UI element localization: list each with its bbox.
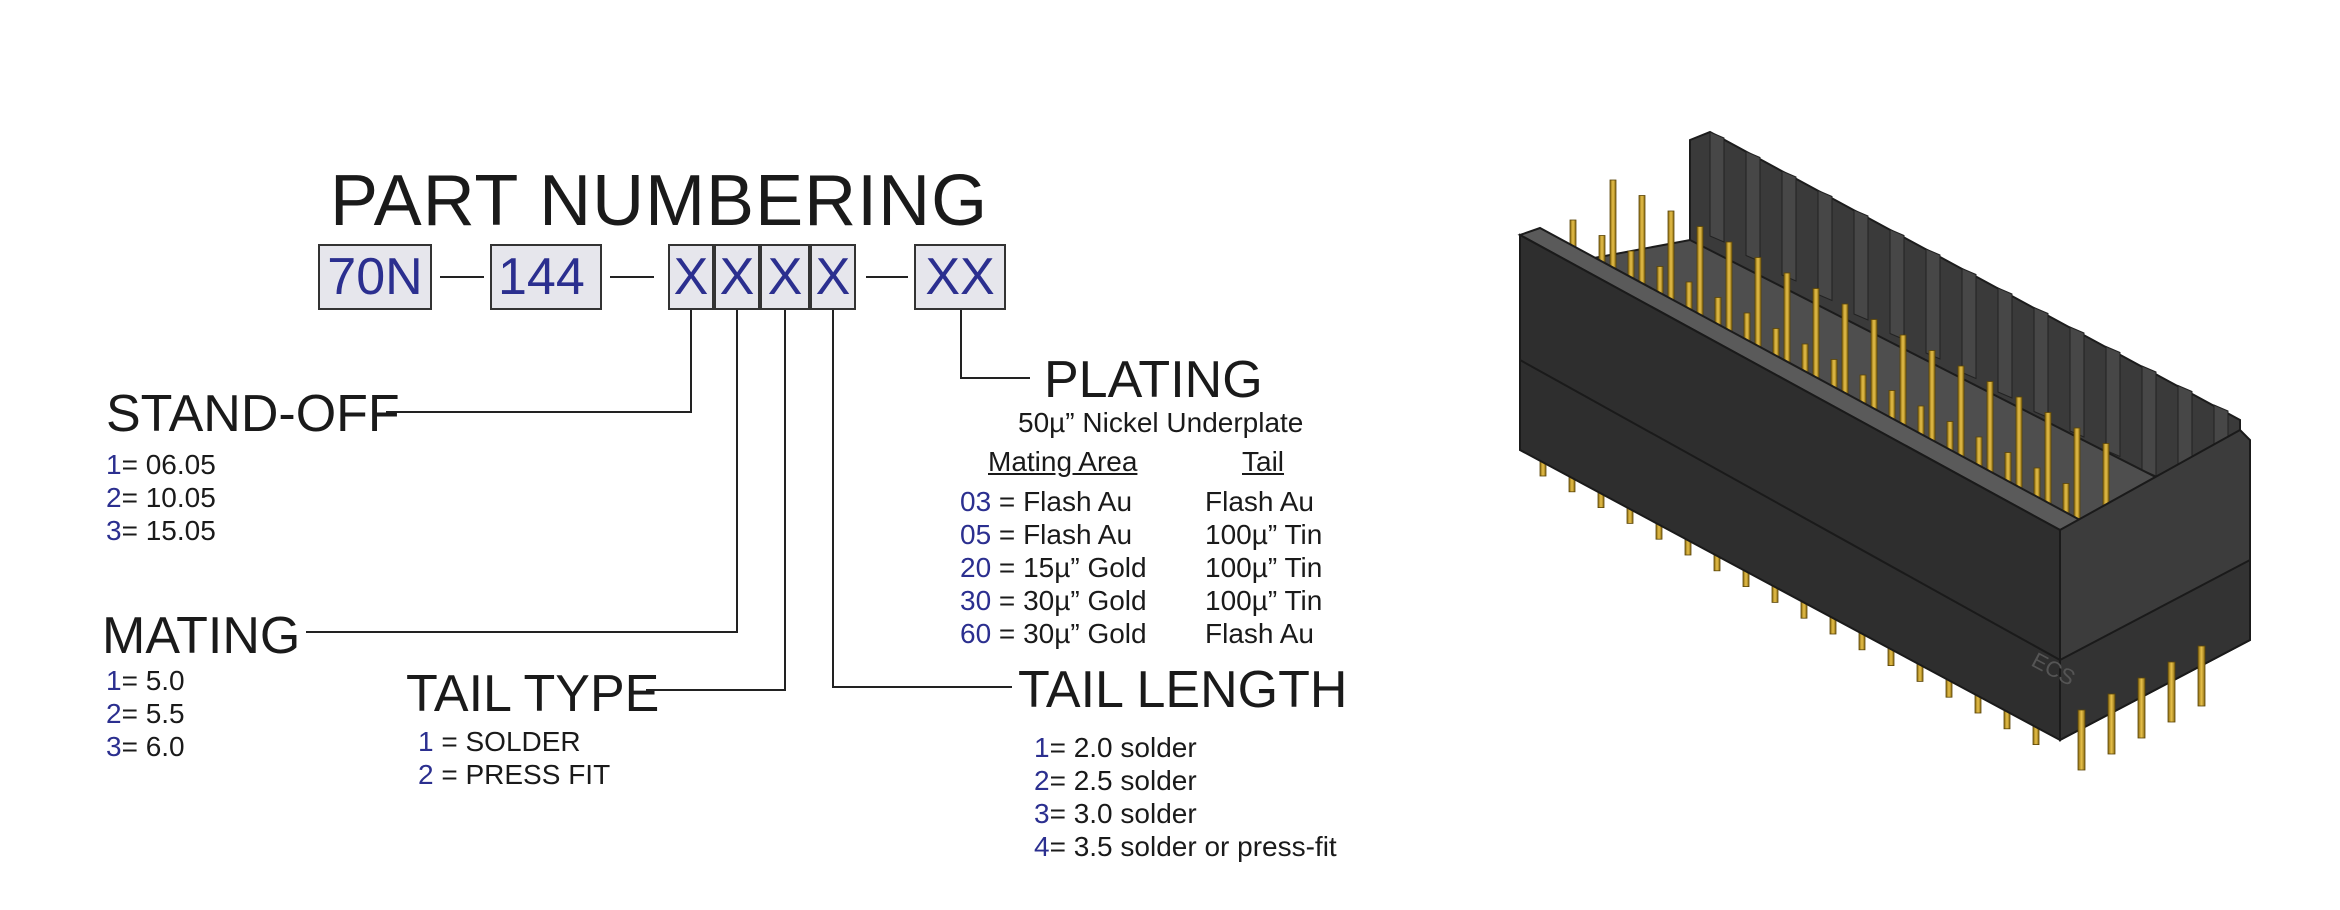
tail-length-digit-box: X (810, 244, 856, 310)
standoff-leader (386, 310, 692, 413)
end-pin (2137, 677, 2146, 739)
back-wall-rib (1781, 170, 1797, 282)
series-box: 70N (318, 244, 432, 310)
positions-box: 144 (490, 244, 602, 310)
tail-type-options: 1 = SOLDER 2 = PRESS FIT (418, 725, 610, 791)
end-pin (2197, 645, 2206, 707)
tail-type-option: 2 = PRESS FIT (418, 759, 611, 790)
back-wall-rib (1709, 131, 1725, 243)
mating-options: 1= 5.0 2= 5.5 3= 6.0 (106, 664, 185, 763)
standoff-heading: STAND-OFF (106, 385, 400, 443)
standoff-option: 3= 15.05 (106, 515, 216, 546)
end-pin (2077, 709, 2086, 771)
mating-option: 3= 6.0 (106, 731, 185, 762)
end-pin (2167, 661, 2176, 723)
plating-subheading: 50µ” Nickel Underplate (1018, 407, 1304, 438)
end-pins (2077, 645, 2206, 771)
back-wall-rib (1997, 287, 2013, 399)
mating-option: 2= 5.5 (106, 698, 185, 729)
connector-illustration: ECS (1517, 130, 2251, 771)
mating-leader (306, 310, 738, 633)
tail-type-digit-box: X (760, 244, 810, 310)
plating-col-mating: Mating Area (988, 446, 1138, 477)
standoff-option: 2= 10.05 (106, 482, 216, 513)
mating-option: 1= 5.0 (106, 665, 185, 696)
tail-length-heading: TAIL LENGTH (1018, 661, 1348, 719)
back-wall-rib (1853, 209, 1869, 321)
tail-length-option: 4= 3.5 solder or press-fit (1034, 831, 1337, 862)
plating-col-tail: Tail (1242, 446, 1285, 477)
tail-type-option: 1 = SOLDER (418, 726, 581, 757)
mating-heading: MATING (102, 607, 301, 665)
back-wall-rib (1817, 189, 1833, 302)
back-wall-ribs (1709, 131, 2229, 516)
tail-length-leader (832, 310, 1012, 688)
back-wall-rib (2069, 326, 2085, 438)
back-wall-rib (1925, 248, 1941, 360)
tail-type-leader (646, 310, 786, 691)
back-wall-rib (2105, 345, 2121, 458)
back-wall-rib (2141, 365, 2157, 477)
tail-type-heading: TAIL TYPE (406, 665, 660, 723)
plating-leader (960, 310, 1030, 379)
back-wall-rib (2033, 306, 2049, 419)
tail-length-option: 2= 2.5 solder (1034, 765, 1197, 796)
tail-length-option: 1= 2.0 solder (1034, 732, 1197, 763)
end-pin (2107, 693, 2116, 755)
back-wall-rib (1961, 267, 1977, 380)
plating-box: XX (914, 244, 1006, 310)
mating-digit-box: X (714, 244, 760, 310)
tail-length-option: 3= 3.0 solder (1034, 798, 1197, 829)
tail-length-options: 1= 2.0 solder 2= 2.5 solder 3= 3.0 solde… (1034, 731, 1337, 863)
back-wall-rib (1745, 150, 1761, 263)
standoff-digit-box: X (668, 244, 714, 310)
page-title: PART NUMBERING (330, 161, 989, 241)
standoff-option: 1= 06.05 (106, 449, 216, 480)
standoff-options: 1= 06.05 2= 10.05 3= 15.05 (106, 448, 216, 547)
plating-heading: PLATING (1044, 351, 1263, 409)
back-wall-rib (1889, 228, 1905, 341)
